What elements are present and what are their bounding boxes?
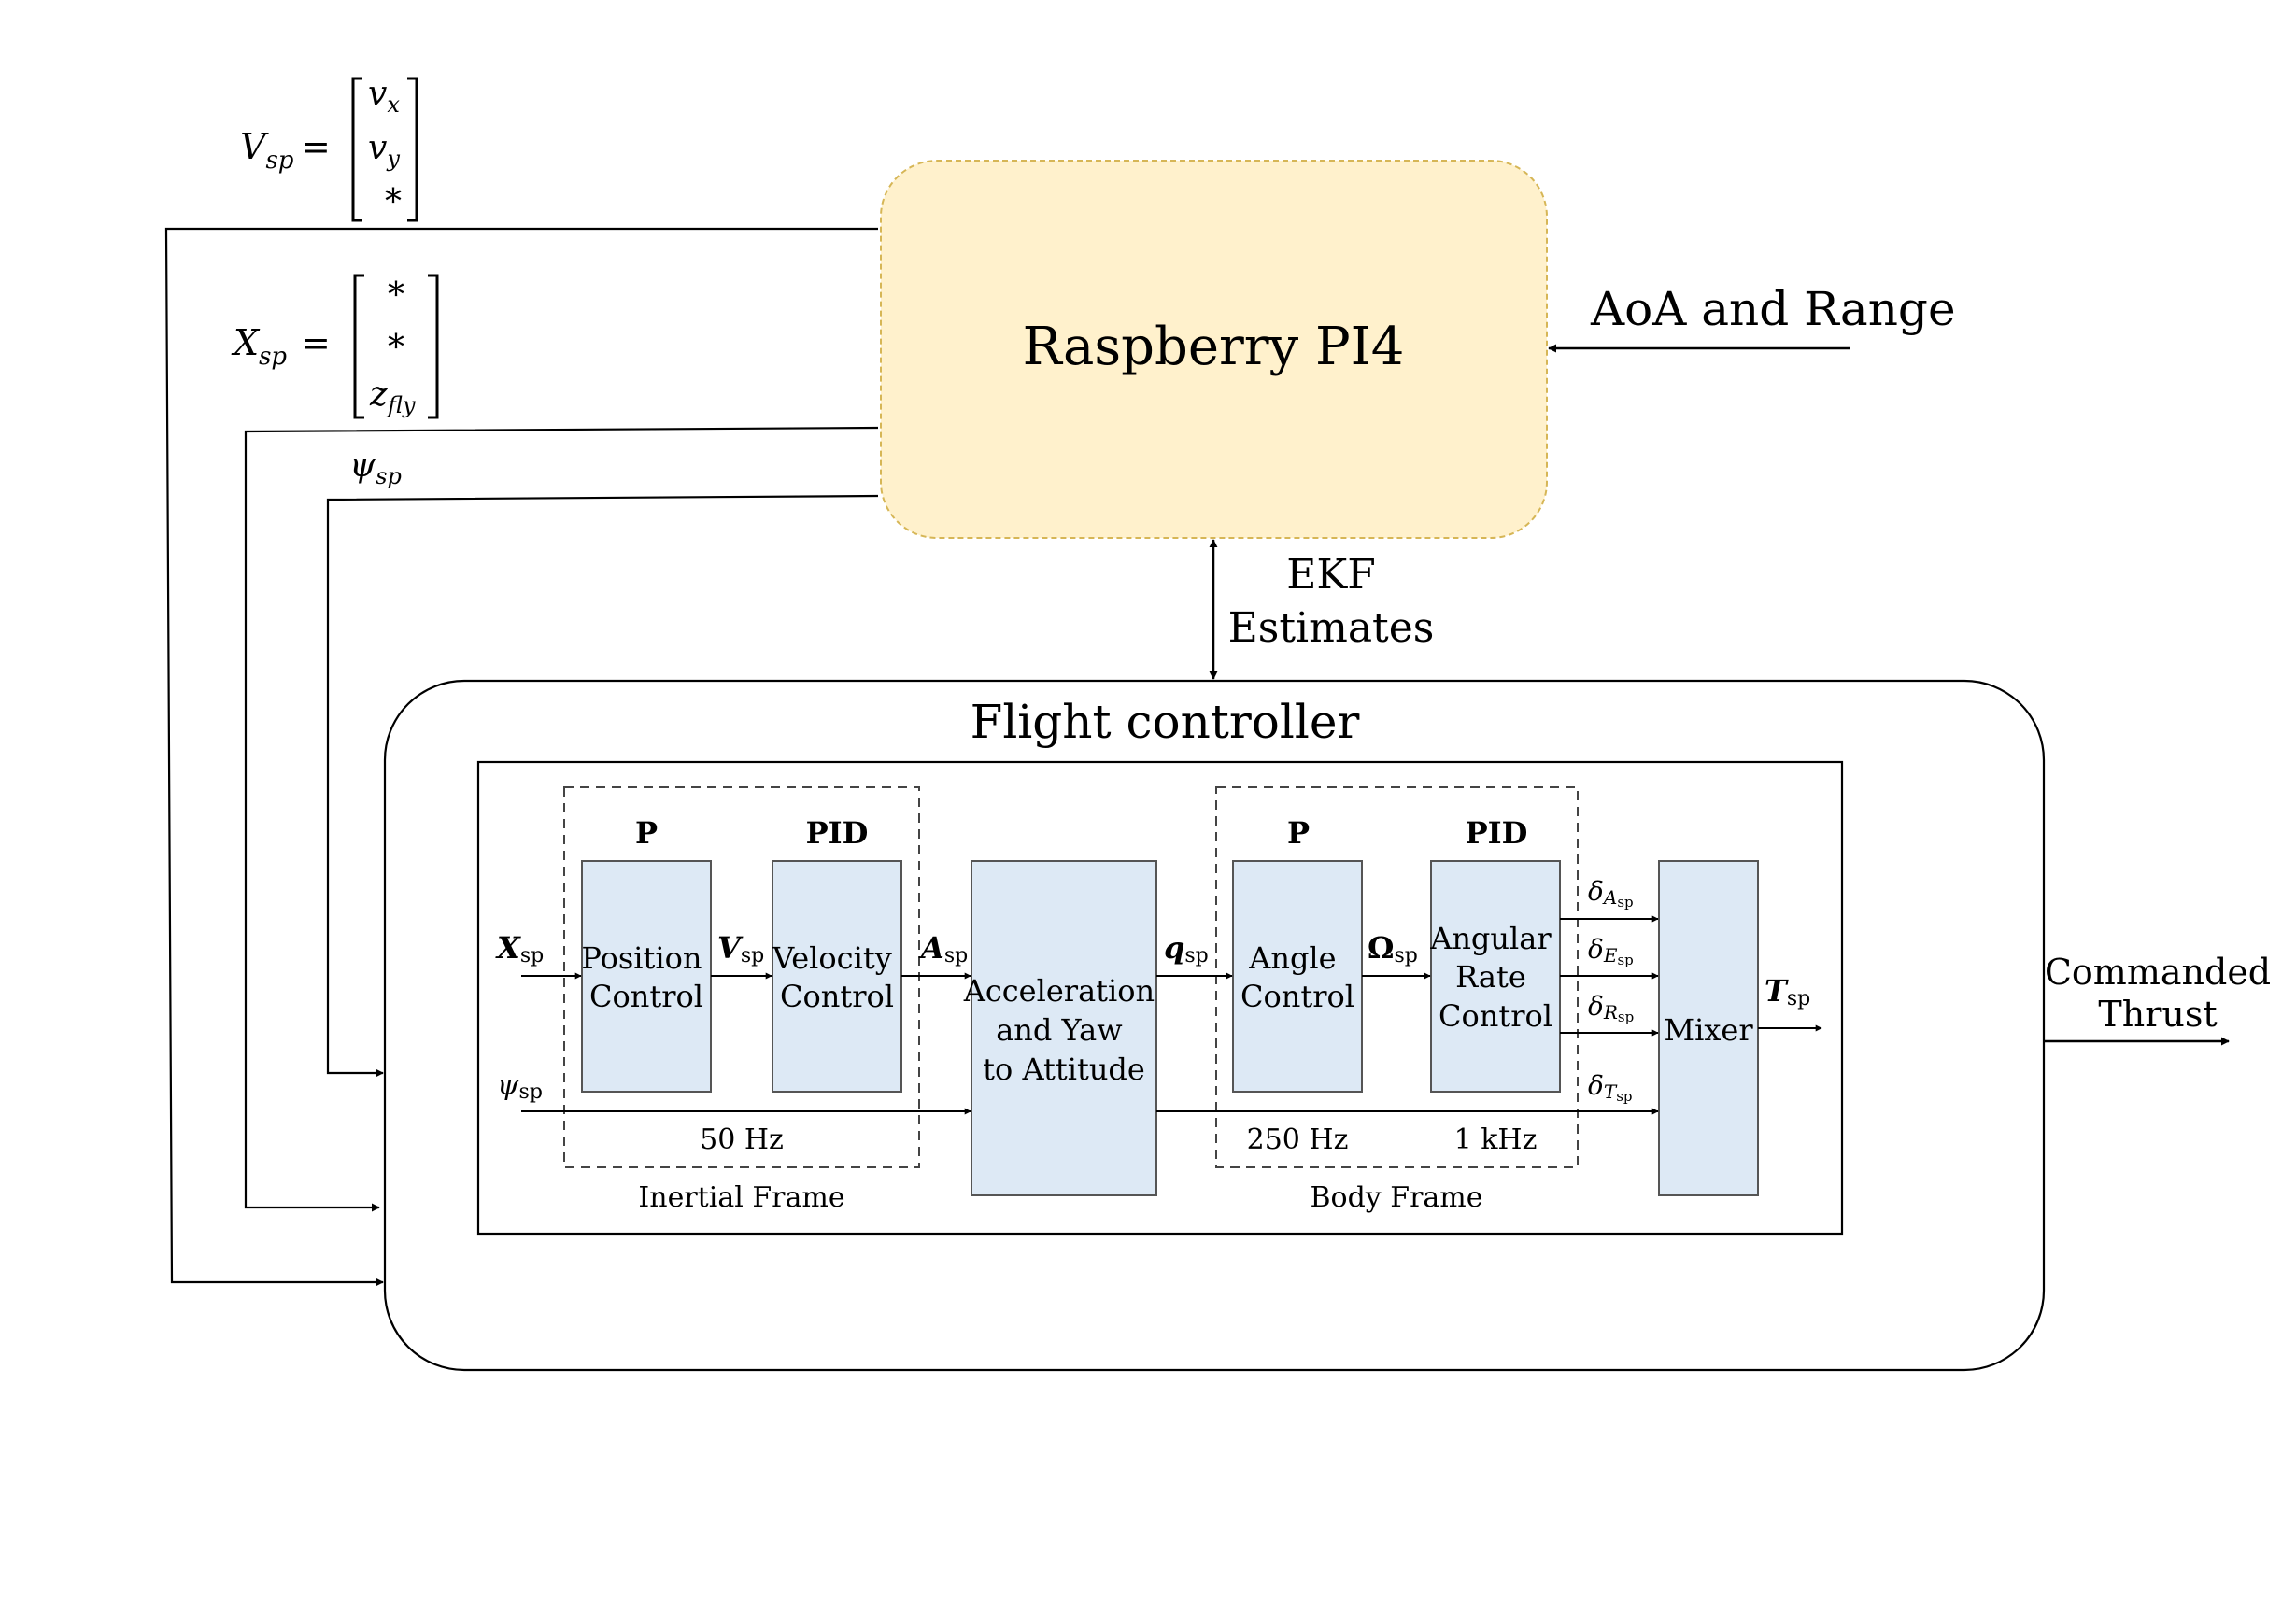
delta-r-label: δRsp <box>1588 991 1634 1025</box>
psi-signal-label: ψsp <box>497 1069 543 1104</box>
rate-1khz-label: 1 kHz <box>1454 1123 1538 1156</box>
raspberry-pi-box <box>880 160 1548 539</box>
vsp-line <box>164 227 878 1287</box>
psi-line <box>326 494 879 1078</box>
xsp-vector-label: Xsp = * * zfly <box>231 274 439 419</box>
delta-e-label: δEsp <box>1588 934 1634 968</box>
mixer-label: Mixer <box>1664 1012 1753 1048</box>
svg-text:vy: vy <box>368 129 400 172</box>
accel-yaw-attitude-block <box>971 860 1157 1196</box>
commanded-thrust-label-line2: Thrust <box>2098 994 2217 1035</box>
position-control-block <box>581 860 712 1093</box>
vsp-signal-label: Vsp <box>717 930 764 967</box>
body-frame-group <box>1215 786 1579 1168</box>
xsp-signal-label: Xsp <box>495 930 544 967</box>
svg-text:*: * <box>388 276 404 315</box>
angle-control-block <box>1232 860 1363 1093</box>
vsp-vector-label: Vsp = vx vy * <box>240 75 418 222</box>
svg-text:*: * <box>385 183 402 221</box>
commanded-thrust-label-line1: Commanded <box>2045 952 2271 993</box>
angular-rate-control-label: Angular Rate Control <box>1429 921 1561 1034</box>
p-label-angle: P <box>1287 815 1310 851</box>
qsp-signal-label: qsp <box>1164 930 1209 967</box>
asp-signal-label: Asp <box>918 930 968 967</box>
controller-cascade-frame <box>476 760 1844 1236</box>
rate-250hz-label: 250 Hz <box>1247 1123 1349 1156</box>
inertial-frame-label: Inertial Frame <box>638 1181 844 1214</box>
delta-t-label: δTsp <box>1588 1070 1633 1105</box>
aoa-range-label: AoA and Range <box>1590 282 1956 336</box>
svg-text:zfly: zfly <box>369 375 416 418</box>
accel-yaw-attitude-label: Acceleration and Yaw to Attitude <box>963 973 1165 1087</box>
velocity-control-label: Velocity Control <box>772 940 901 1014</box>
pid-label-velocity: PID <box>806 815 869 851</box>
tsp-signal-label: Tsp <box>1765 973 1810 1010</box>
svg-text:vx: vx <box>368 75 400 118</box>
svg-text:=: = <box>301 126 331 167</box>
rate-50hz-label: 50 Hz <box>700 1123 784 1156</box>
ekf-label-line2: Estimates <box>1228 604 1435 652</box>
ekf-label-line1: EKF <box>1286 551 1376 599</box>
delta-a-label: δAsp <box>1588 876 1634 911</box>
omega-signal-label: Ωsp <box>1368 930 1418 967</box>
pid-label-rate: PID <box>1466 815 1528 851</box>
svg-text:*: * <box>388 329 404 367</box>
raspberry-pi-title: Raspberry PI4 <box>1023 317 1405 377</box>
p-label-position: P <box>635 815 658 851</box>
flight-controller-title: Flight controller <box>971 695 1360 749</box>
velocity-control-block <box>772 860 902 1093</box>
flight-controller-box <box>383 679 2046 1372</box>
angle-control-label: Angle Control <box>1240 940 1354 1014</box>
body-frame-label: Body Frame <box>1310 1181 1482 1214</box>
xsp-line <box>244 426 879 1212</box>
position-control-label: Position Control <box>581 940 711 1014</box>
psi-sp-label: ψsp <box>349 446 402 489</box>
svg-text:Vsp: Vsp <box>240 126 294 175</box>
svg-text:=: = <box>301 322 331 363</box>
inertial-frame-group <box>563 786 920 1168</box>
svg-text:Xsp: Xsp <box>231 322 287 371</box>
